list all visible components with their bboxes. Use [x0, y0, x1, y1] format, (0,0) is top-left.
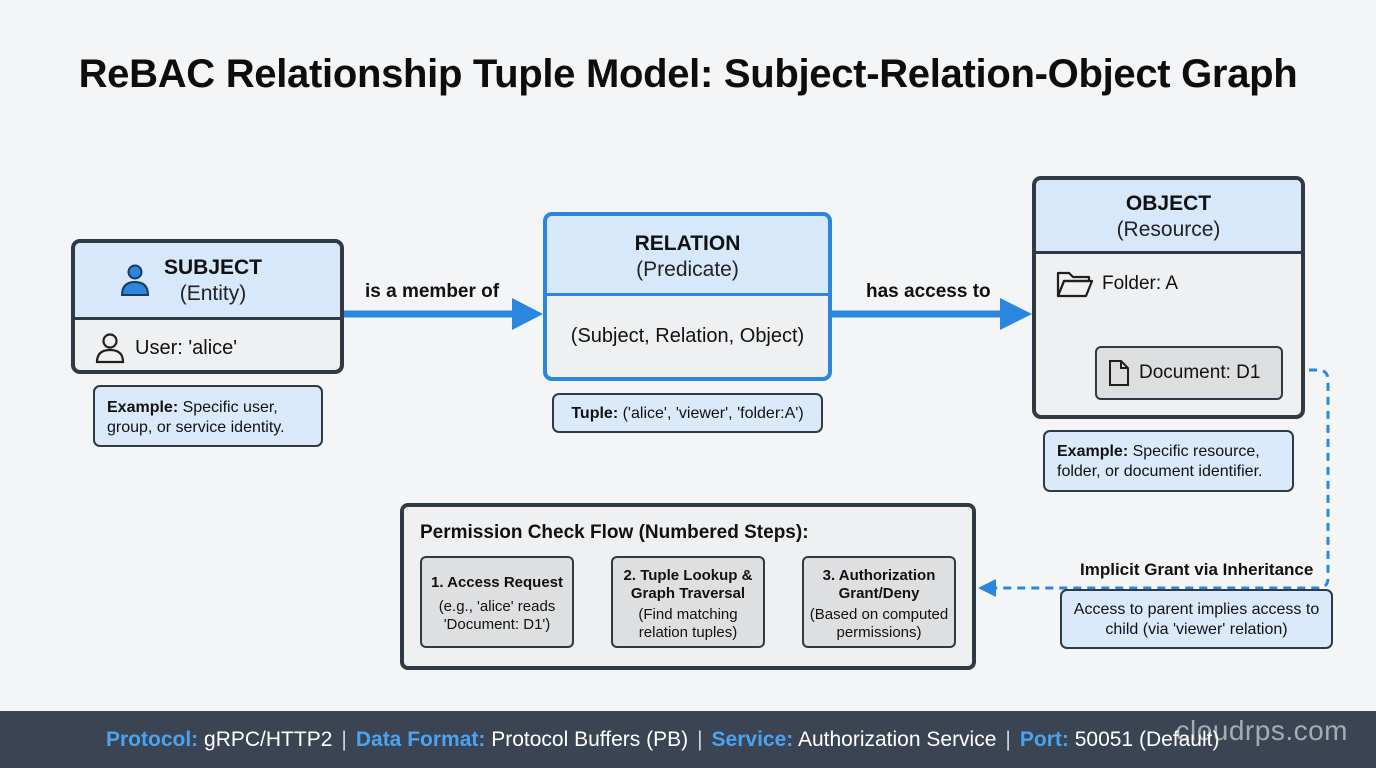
- subject-title: SUBJECT: [163, 256, 263, 279]
- object-document: Document: D1: [1139, 362, 1261, 383]
- relation-subtitle: (Predicate): [636, 258, 739, 281]
- inheritance-label: Implicit Grant via Inheritance: [1080, 560, 1314, 579]
- relation-box: RELATION (Predicate) (Subject, Relation,…: [543, 212, 832, 381]
- subject-user-icon: [120, 264, 150, 296]
- flow-step-1: 1. Access Request (e.g., 'alice' reads '…: [420, 556, 574, 648]
- user-outline-icon: [95, 333, 125, 364]
- object-note: Example: Specific resource, folder, or d…: [1043, 430, 1294, 492]
- footer-text: Protocol: gRPC/HTTP2|Data Format: Protoc…: [106, 728, 1220, 751]
- page-title: ReBAC Relationship Tuple Model: Subject-…: [78, 52, 1298, 96]
- relation-title: RELATION: [634, 232, 741, 255]
- folder-icon: [1056, 271, 1094, 298]
- arrowhead-relation: [512, 298, 543, 330]
- flow-step-2: 2. Tuple Lookup & Graph Traversal (Find …: [611, 556, 765, 648]
- step-3-desc: (Based on computed permissions): [809, 606, 949, 641]
- footer-port-label: Port:: [1019, 728, 1069, 751]
- subject-box: SUBJECT (Entity) User: 'alice': [71, 239, 344, 374]
- flow-title: Permission Check Flow (Numbered Steps):: [420, 522, 809, 543]
- step-1-title: 1. Access Request: [430, 574, 563, 591]
- object-note-text: Specific resource, folder, or document i…: [1057, 443, 1263, 480]
- footer-port-value: 50051 (Default): [1074, 728, 1220, 751]
- relation-note: Tuple: ('alice', 'viewer', 'folder:A'): [552, 393, 823, 433]
- subject-note-text: Specific user, group, or service identit…: [107, 399, 285, 436]
- footer-protocol-label: Protocol:: [106, 728, 199, 751]
- object-title: OBJECT: [1125, 192, 1212, 215]
- subject-note-label: Example:: [107, 399, 179, 416]
- footer-service-value: Authorization Service: [797, 728, 997, 751]
- arrowhead-flow: [978, 579, 996, 597]
- object-box: OBJECT (Resource) Folder: A Document: D1: [1032, 176, 1305, 419]
- arrowhead-object: [1000, 298, 1032, 330]
- document-node: Document: D1: [1095, 346, 1283, 400]
- connector-label-access: has access to: [866, 281, 991, 302]
- document-icon: [1109, 360, 1129, 386]
- flow-step-3: 3. Authorization Grant/Deny (Based on co…: [802, 556, 956, 648]
- step-1-desc: (e.g., 'alice' reads 'Document: D1'): [438, 598, 556, 633]
- footer-bar: Protocol: gRPC/HTTP2|Data Format: Protoc…: [0, 711, 1376, 768]
- inheritance-note: Access to parent implies access to child…: [1060, 589, 1333, 649]
- step-2-title: 2. Tuple Lookup & Graph Traversal: [623, 567, 753, 602]
- subject-subtitle: (Entity): [179, 282, 247, 305]
- footer-service-label: Service:: [711, 728, 794, 751]
- object-folder: Folder: A: [1102, 273, 1179, 294]
- footer-protocol-value: gRPC/HTTP2: [204, 728, 333, 751]
- subject-note: Example: Specific user, group, or servic…: [93, 385, 323, 447]
- footer-format-label: Data Format:: [355, 728, 486, 751]
- connector-label-member: is a member of: [365, 281, 500, 302]
- step-3-title: 3. Authorization Grant/Deny: [822, 567, 936, 602]
- footer-format-value: Protocol Buffers (PB): [491, 728, 689, 751]
- object-note-label: Example:: [1057, 443, 1129, 460]
- watermark: cloudrps.com: [1175, 715, 1348, 746]
- subject-item: User: 'alice': [135, 337, 238, 359]
- object-subtitle: (Resource): [1116, 218, 1221, 241]
- step-2-desc: (Find matching relation tuples): [638, 606, 738, 641]
- relation-note-text: ('alice', 'viewer', 'folder:A'): [618, 405, 804, 422]
- relation-note-label: Tuple:: [571, 405, 619, 422]
- relation-tuple-format: (Subject, Relation, Object): [570, 325, 805, 347]
